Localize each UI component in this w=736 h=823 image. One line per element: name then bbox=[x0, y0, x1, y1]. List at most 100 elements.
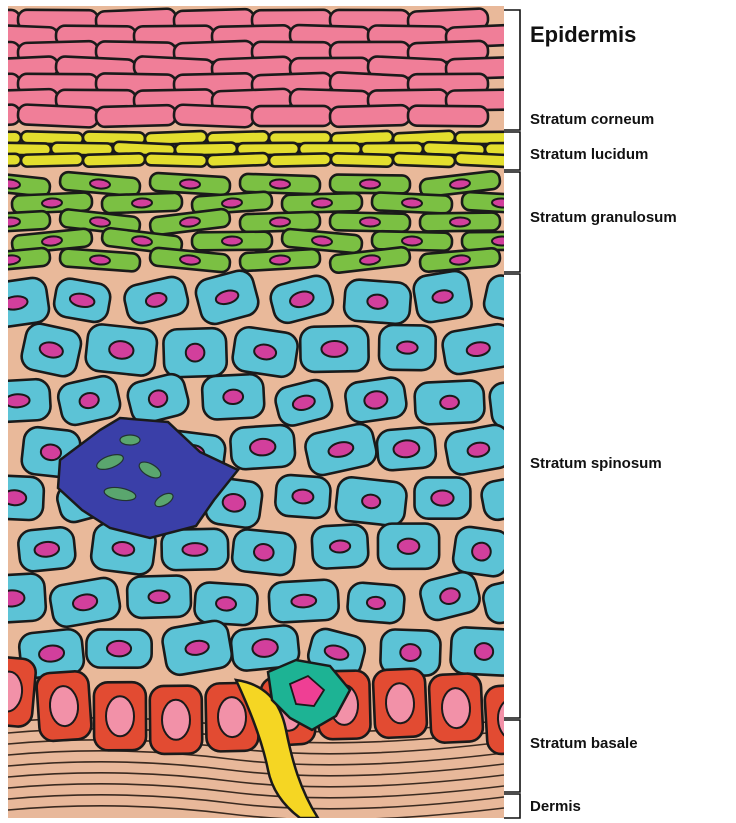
cell-nucleus bbox=[90, 255, 111, 265]
cell-nucleus bbox=[385, 683, 415, 724]
stratum-corneum-cells bbox=[0, 8, 526, 128]
cell bbox=[252, 106, 332, 126]
cell-nucleus bbox=[0, 590, 25, 608]
cell-nucleus bbox=[5, 394, 30, 408]
cell-nucleus bbox=[441, 688, 471, 729]
cell-nucleus bbox=[3, 490, 27, 506]
cell bbox=[36, 670, 92, 741]
label-stratum-spinosum: Stratum spinosum bbox=[530, 455, 662, 472]
bracket-dermis bbox=[504, 794, 520, 818]
cell-nucleus bbox=[222, 236, 242, 245]
cell-nucleus bbox=[223, 389, 243, 404]
cell-nucleus bbox=[506, 488, 527, 505]
cell-body bbox=[330, 105, 411, 127]
cell-nucleus bbox=[402, 236, 422, 245]
cell-body bbox=[83, 153, 145, 167]
cell bbox=[282, 193, 362, 213]
cell-body bbox=[0, 211, 50, 234]
cell bbox=[311, 524, 369, 569]
cell-nucleus bbox=[397, 341, 418, 353]
cell-body bbox=[96, 105, 177, 127]
cell bbox=[393, 153, 455, 167]
cell bbox=[346, 582, 405, 625]
cell bbox=[378, 524, 439, 569]
cell bbox=[0, 573, 47, 624]
cell bbox=[373, 668, 428, 738]
label-stratum-granulosum: Stratum granulosum bbox=[530, 209, 677, 226]
cell bbox=[330, 105, 411, 127]
cell-nucleus bbox=[398, 539, 420, 554]
bracket-granulosum bbox=[504, 172, 520, 272]
cell bbox=[84, 323, 158, 377]
cell-body bbox=[18, 104, 99, 128]
cell bbox=[145, 153, 207, 167]
cell bbox=[202, 374, 265, 421]
cell-nucleus bbox=[218, 697, 247, 738]
cell bbox=[334, 476, 408, 527]
cell bbox=[420, 212, 500, 231]
cell-body bbox=[145, 153, 207, 167]
langerhans-granule bbox=[120, 435, 140, 445]
cell-body bbox=[21, 153, 83, 167]
cell bbox=[0, 475, 44, 521]
cell-body bbox=[207, 153, 269, 167]
cell-nucleus bbox=[162, 700, 190, 740]
cell-nucleus bbox=[450, 255, 471, 266]
cell-nucleus bbox=[270, 255, 290, 265]
cell bbox=[240, 174, 321, 195]
cell-nucleus bbox=[330, 540, 351, 553]
cell-nucleus bbox=[360, 179, 380, 188]
cell-body bbox=[393, 153, 455, 167]
cell-nucleus bbox=[216, 596, 237, 611]
cell-nucleus bbox=[361, 494, 380, 509]
cell bbox=[194, 582, 259, 626]
cell bbox=[343, 279, 412, 325]
cell bbox=[268, 579, 339, 623]
cell-nucleus bbox=[474, 643, 493, 661]
bracket-spinosum bbox=[504, 274, 520, 718]
label-stratum-lucidum: Stratum lucidum bbox=[530, 146, 648, 163]
cell-nucleus bbox=[321, 341, 347, 357]
cell-nucleus bbox=[182, 543, 207, 556]
cell bbox=[269, 153, 331, 166]
cell bbox=[231, 325, 300, 378]
cell bbox=[0, 378, 51, 423]
cell bbox=[372, 192, 453, 214]
cell-nucleus bbox=[148, 590, 169, 603]
cell bbox=[94, 682, 146, 750]
cell-nucleus bbox=[292, 489, 314, 504]
cell-nucleus bbox=[450, 217, 470, 226]
title-epidermis: Epidermis bbox=[530, 22, 636, 47]
cell bbox=[83, 153, 145, 167]
cell-body bbox=[269, 153, 331, 166]
cell bbox=[455, 152, 518, 167]
cell bbox=[300, 326, 369, 372]
bracket-lucidum bbox=[504, 132, 520, 170]
cell bbox=[150, 173, 231, 196]
label-stratum-basale: Stratum basale bbox=[530, 735, 638, 752]
cell bbox=[450, 627, 518, 677]
cell-nucleus bbox=[431, 490, 453, 505]
stratum-lucidum-cells bbox=[0, 131, 547, 168]
cell-body bbox=[252, 106, 332, 126]
cell bbox=[414, 380, 485, 425]
cell-nucleus bbox=[180, 179, 201, 189]
cell-nucleus bbox=[107, 641, 131, 657]
cell-nucleus bbox=[492, 236, 512, 245]
cell-nucleus bbox=[186, 343, 205, 361]
bracket-basale bbox=[504, 720, 520, 792]
cell bbox=[192, 232, 272, 251]
cell-body bbox=[174, 104, 255, 127]
cell-body bbox=[0, 154, 21, 166]
cell-nucleus bbox=[402, 198, 422, 208]
cell bbox=[207, 153, 269, 167]
cell bbox=[451, 525, 511, 578]
cell-nucleus bbox=[400, 644, 421, 662]
cell-nucleus bbox=[291, 594, 316, 608]
cell-nucleus bbox=[253, 543, 274, 561]
cell bbox=[174, 104, 255, 127]
cell bbox=[379, 325, 436, 371]
cell-body bbox=[488, 378, 549, 429]
layer-labels: Epidermis Stratum corneum Stratum lucidu… bbox=[504, 10, 677, 818]
cell bbox=[17, 526, 77, 573]
